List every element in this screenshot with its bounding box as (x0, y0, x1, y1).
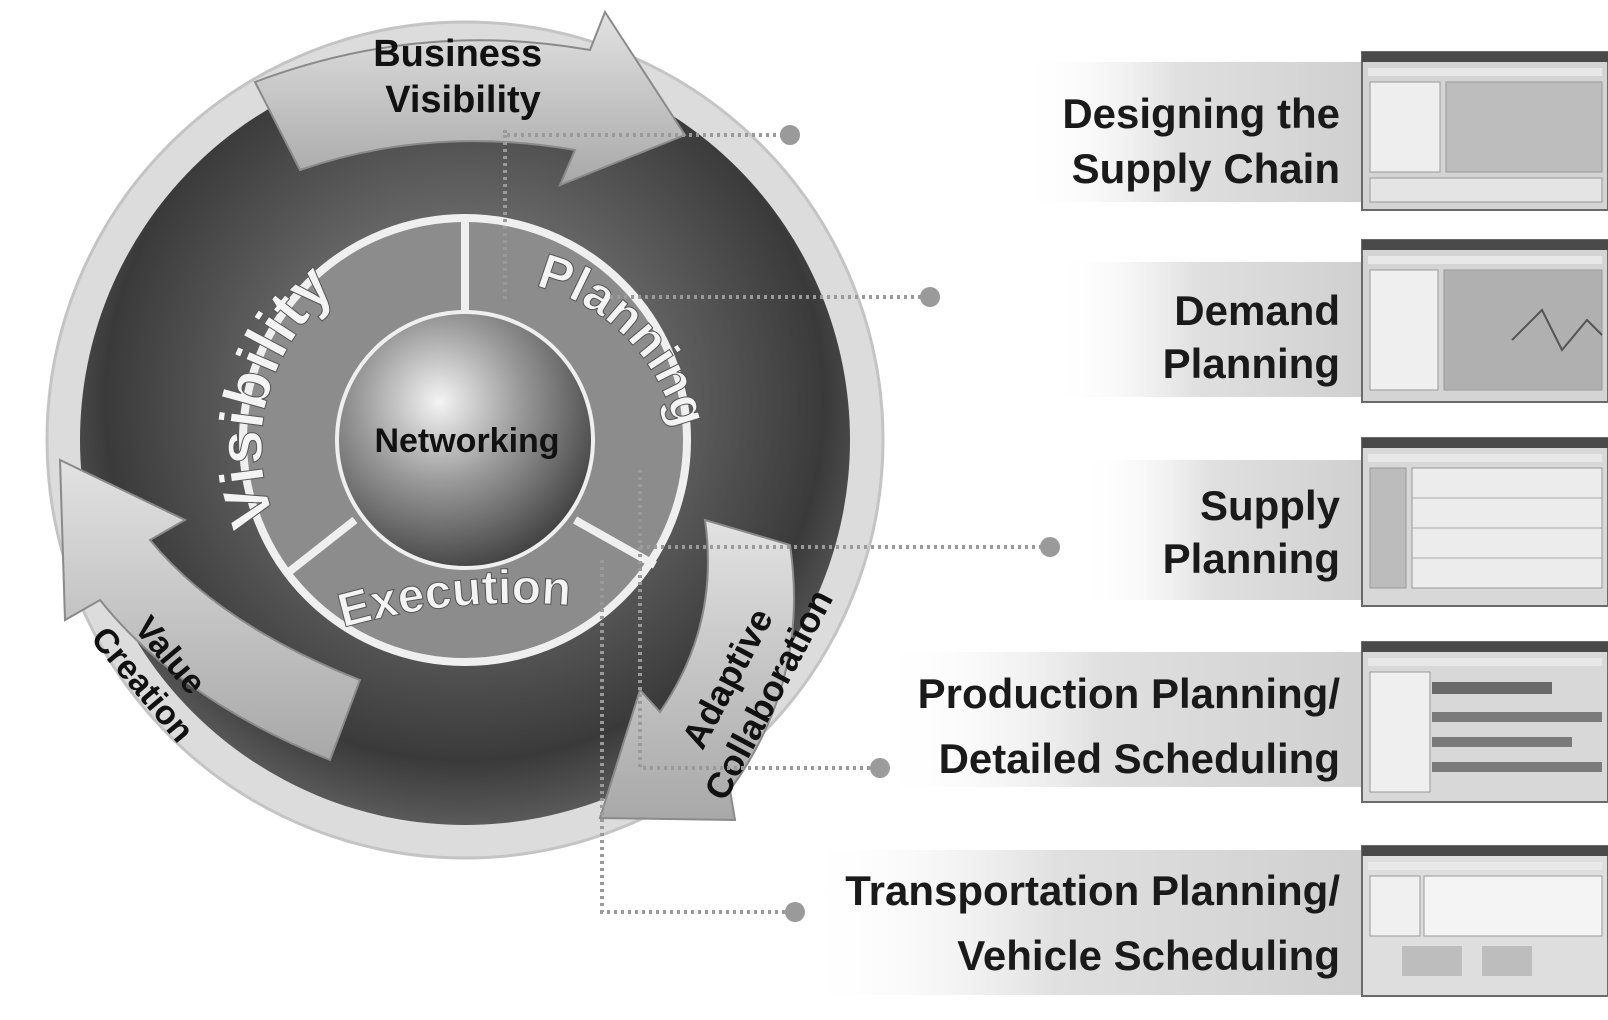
connector-line (600, 560, 795, 914)
step-label: Production Planning/Detailed Scheduling (918, 670, 1341, 782)
business-visibility-label: Business Visibility (373, 33, 553, 121)
value-creation-arrow (58, 458, 362, 762)
screenshot-thumbnail (1361, 641, 1608, 803)
step-band (1050, 262, 1370, 397)
segment-divider (282, 516, 358, 579)
adaptive-collaboration-arrow (598, 518, 795, 822)
connector-dot (780, 125, 800, 145)
business-visibility-arrow (253, 9, 687, 187)
step-bands (800, 62, 1370, 995)
connector-line (503, 130, 790, 137)
screenshot-thumbnail (1361, 51, 1608, 211)
step-band (1080, 460, 1370, 600)
segment-divider (573, 516, 657, 569)
screenshot-thumbnail (1361, 239, 1608, 403)
connectors (503, 130, 1050, 914)
screenshot-thumbnail (1361, 845, 1608, 997)
core-label: Networking (374, 422, 559, 460)
connector-dot (920, 287, 940, 307)
connector-dot (1040, 537, 1060, 557)
step-band (1020, 62, 1370, 202)
step-band (880, 652, 1370, 787)
core-circle (335, 310, 595, 570)
step-label: Transportation Planning/Vehicle Scheduli… (845, 867, 1340, 979)
connector-line (638, 470, 880, 770)
screenshot-thumbnail (1361, 437, 1608, 607)
step-band (800, 850, 1370, 995)
screenshot-thumbnails (1361, 51, 1608, 997)
